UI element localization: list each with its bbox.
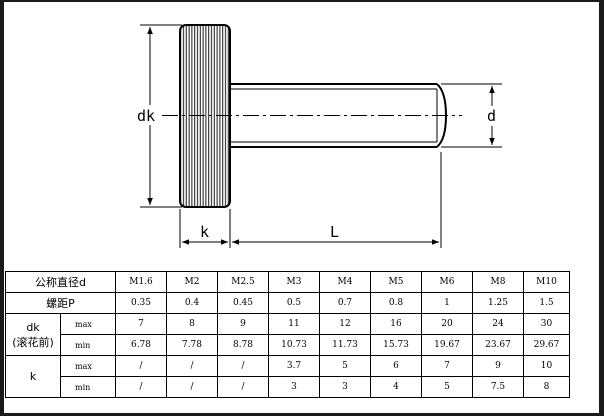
table-row: k max / / / 3.7 5 6 7 9 10	[5, 355, 570, 398]
k-min-cell: /	[217, 376, 269, 398]
size-cell: M4	[319, 271, 371, 293]
k-max-cell: 10	[523, 355, 570, 377]
dk-max-label: max	[60, 313, 116, 335]
dk-max-cell: 11	[268, 313, 320, 335]
dk-min-cell: 11.73	[319, 334, 371, 356]
k-min-cell: 8	[523, 376, 570, 398]
size-cell: M3	[268, 271, 320, 293]
pitch-cell: 0.45	[217, 292, 269, 314]
k-min-cell: /	[166, 376, 218, 398]
thumb-screw-drawing: dk d k L	[137, 24, 502, 248]
k-max-cell: 7	[421, 355, 473, 377]
k-max-cell: /	[217, 355, 269, 377]
pitch-cell: 0.5	[268, 292, 320, 314]
pitch-cell: 0.7	[319, 292, 371, 314]
nominal-diameter-label: 公称直径d	[5, 271, 116, 293]
k-max-cell: 5	[319, 355, 371, 377]
screw-shank	[230, 83, 448, 148]
dk-max-cell: 20	[421, 313, 473, 335]
k-min-cell: 7.5	[472, 376, 524, 398]
k-max-cell: 6	[370, 355, 422, 377]
pitch-cell: 0.35	[115, 292, 167, 314]
d-label: d	[487, 107, 496, 125]
k-label: k	[200, 223, 209, 241]
dk-min-cell: 6.78	[115, 334, 167, 356]
table-row: min 6.78 7.78 8.78 10.73 11.73 15.73 19.…	[6, 334, 570, 356]
size-cell: M2	[166, 271, 218, 293]
k-row-label: k	[5, 355, 61, 398]
k-min-label: min	[60, 376, 116, 398]
table-row: 螺距P 0.35 0.4 0.45 0.5 0.7 0.8 1 1.25 1.5	[5, 292, 570, 314]
k-min-cell: 4	[370, 376, 422, 398]
dk-min-cell: 15.73	[370, 334, 422, 356]
L-label: L	[330, 223, 339, 241]
table-row: 公称直径d M1.6 M2 M2.5 M3 M4 M5 M6 M8 M10	[5, 271, 570, 293]
size-cell: M10	[523, 271, 570, 293]
k-max-label: max	[60, 355, 116, 377]
dk-max-cell: 7	[115, 313, 167, 335]
table-row: min / / / 3 3 4 5 7.5 8	[6, 376, 570, 398]
dk-max-cell: 30	[523, 313, 570, 335]
k-max-cell: /	[115, 355, 167, 377]
size-cell: M8	[472, 271, 524, 293]
dk-min-cell: 19.67	[421, 334, 473, 356]
k-min-cell: 3	[268, 376, 320, 398]
pitch-label: 螺距P	[5, 292, 116, 314]
spec-table: 公称直径d M1.6 M2 M2.5 M3 M4 M5 M6 M8 M10 螺距…	[5, 271, 570, 398]
table-row: dk (滚花前) max 7 8 9 11 12 16 20 24 30	[5, 313, 570, 356]
dk-row-header: dk (滚花前)	[5, 313, 61, 356]
dk-max-cell: 16	[370, 313, 422, 335]
dk-min-label: min	[60, 334, 116, 356]
dk-min-cell: 23.67	[472, 334, 524, 356]
dk-max-cell: 24	[472, 313, 524, 335]
k-min-cell: 3	[319, 376, 371, 398]
k-min-cell: /	[115, 376, 167, 398]
pitch-cell: 0.4	[166, 292, 218, 314]
k-max-cell: 3.7	[268, 355, 320, 377]
dk-max-cell: 12	[319, 313, 371, 335]
pitch-cell: 1	[421, 292, 473, 314]
k-max-cell: 9	[472, 355, 524, 377]
dk-min-cell: 8.78	[217, 334, 269, 356]
dk-row-note: (滚花前)	[12, 335, 54, 349]
dk-min-cell: 7.78	[166, 334, 218, 356]
dk-max-cell: 8	[166, 313, 218, 335]
size-cell: M1.6	[115, 271, 167, 293]
pitch-cell: 1.25	[472, 292, 524, 314]
dk-row-label: dk	[26, 320, 40, 334]
dk-min-cell: 10.73	[268, 334, 320, 356]
pitch-cell: 1.5	[523, 292, 570, 314]
dk-min-cell: 29.67	[523, 334, 570, 356]
size-cell: M5	[370, 271, 422, 293]
size-cell: M6	[421, 271, 473, 293]
size-cell: M2.5	[217, 271, 269, 293]
pitch-cell: 0.8	[370, 292, 422, 314]
k-max-cell: /	[166, 355, 218, 377]
extension-lines	[140, 24, 502, 248]
dk-label: dk	[137, 107, 155, 125]
k-min-cell: 5	[421, 376, 473, 398]
dk-max-cell: 9	[217, 313, 269, 335]
